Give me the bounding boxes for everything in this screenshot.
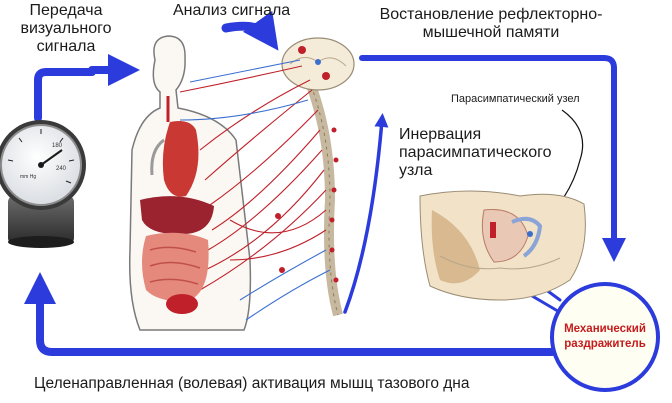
label-innervation: Инервация парасимпатического узла [399,126,552,179]
arrow-brain-to-irritant [359,55,626,262]
label-parasympathetic-node: Парасимпатический узел [451,93,580,105]
irritant-label: Механический раздражитель [564,323,646,350]
svg-text:mm Hg: mm Hg [20,174,36,180]
brain-icon [281,37,355,91]
mechanical-irritant-node: Механический раздражитель [550,282,660,392]
arrow-spine-to-brain [343,113,389,314]
label-memory-restore: Востановление рефлекторно- мышечной памя… [379,6,603,41]
arrow-gauge-to-head [34,54,140,122]
svg-text:180: 180 [52,143,63,149]
pressure-gauge-icon: 180 240 mm Hg [0,120,86,248]
human-nervous-system-illustration [128,35,355,331]
label-signal-analysis: Анализ сигнала [173,2,291,19]
label-visual-signal-transfer: Передача визуального сигнала [20,2,112,55]
bottom-caption: Целенаправленная (волевая) активация мыш… [34,375,470,392]
svg-text:240: 240 [56,166,67,172]
pelvic-anatomy-illustration [419,190,586,301]
flow-arrows [24,10,626,356]
arrow-irritant-to-gauge [24,272,556,356]
arrow-head-to-brain [221,10,279,51]
